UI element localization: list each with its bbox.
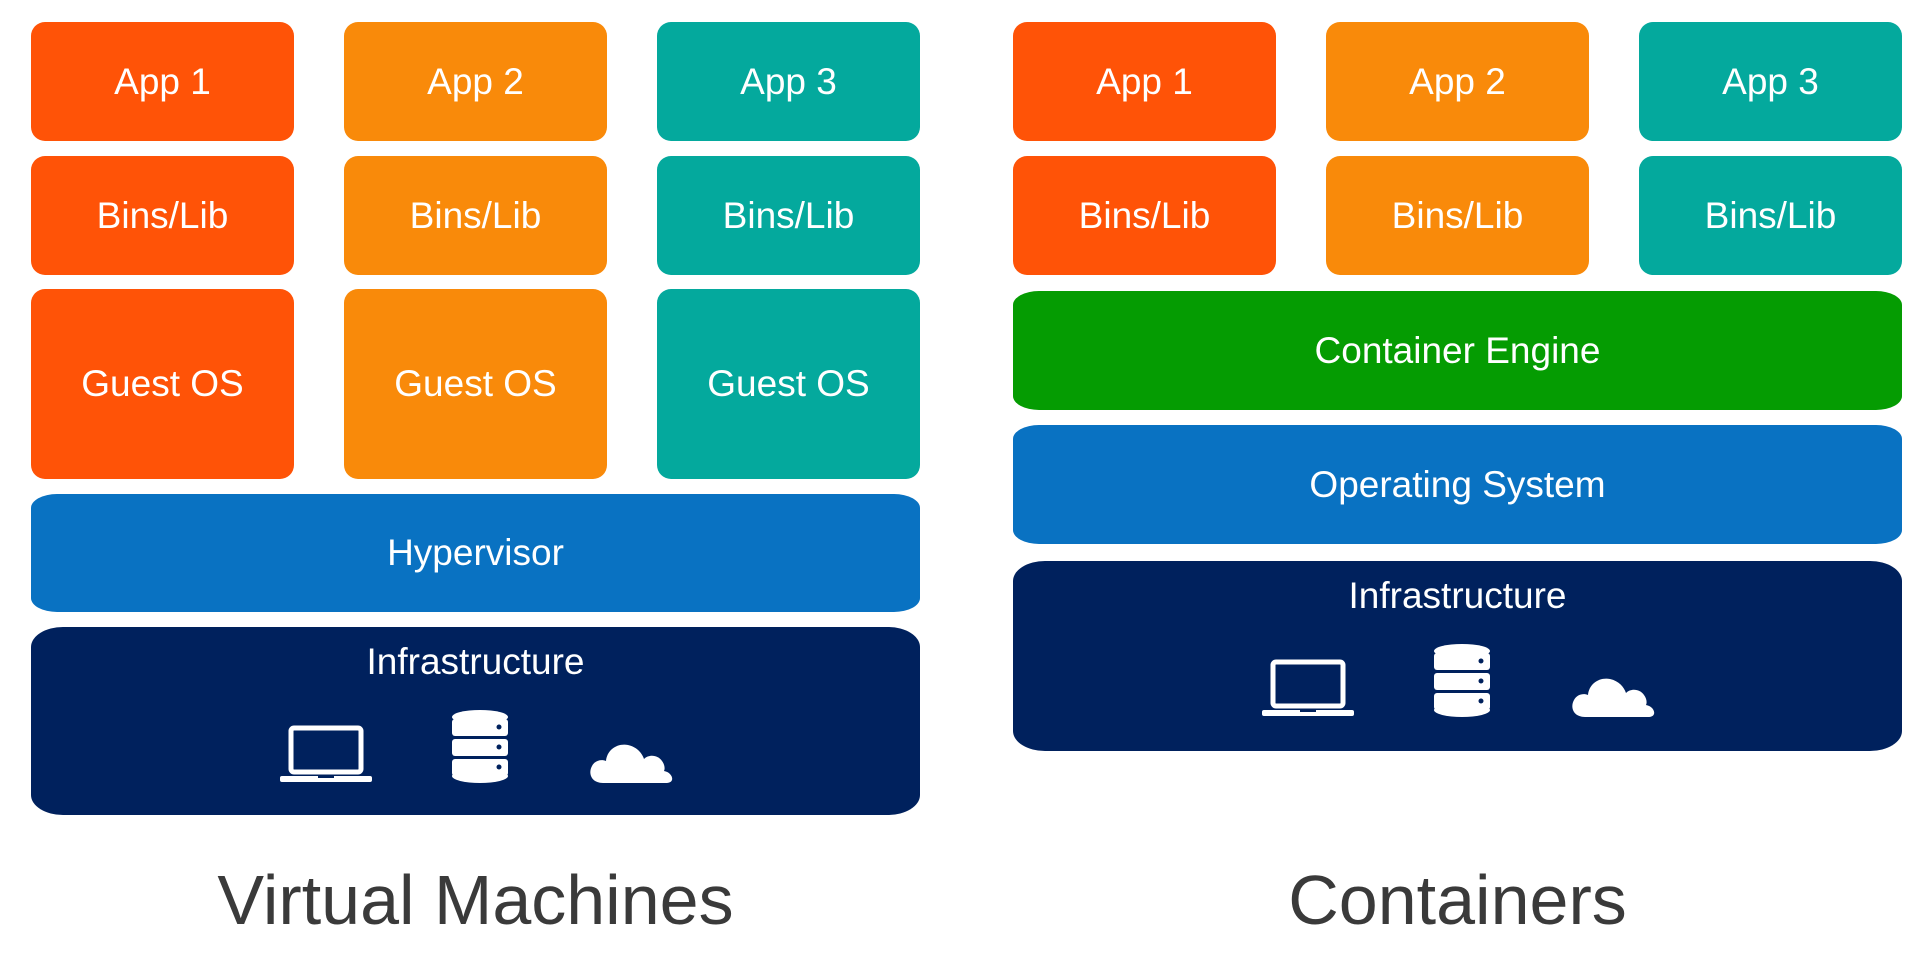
ct-bins-1-box: Bins/Lib: [1013, 156, 1276, 275]
ct-app-3-label: App 3: [1722, 60, 1819, 102]
operating-system-label: Operating System: [1309, 463, 1606, 505]
ct-bins-1-label: Bins/Lib: [1078, 194, 1211, 236]
vm-bins-2-box: Bins/Lib: [344, 156, 607, 275]
vm-bins-2-label: Bins/Lib: [409, 194, 542, 236]
vm-guest-os-3-label: Guest OS: [707, 363, 870, 404]
containers-diagram: App 1 App 2 App 3 Bins/Lib Bins/Lib Bins…: [980, 0, 1920, 972]
ct-infrastructure-label: Infrastructure: [1348, 575, 1567, 616]
ct-app-1-label: App 1: [1096, 60, 1193, 102]
laptop-icon: [1261, 659, 1355, 719]
cloud-icon: [587, 737, 673, 785]
hypervisor-layer: Hypervisor: [31, 494, 920, 612]
ct-bins-3-label: Bins/Lib: [1704, 194, 1837, 236]
ct-bins-2-label: Bins/Lib: [1391, 194, 1524, 236]
vm-bins-1-box: Bins/Lib: [31, 156, 294, 275]
vm-infrastructure-label: Infrastructure: [366, 641, 585, 682]
vm-guest-os-1-box: Guest OS: [31, 289, 294, 479]
laptop-icon: [279, 725, 373, 785]
container-engine-layer: Container Engine: [1013, 291, 1902, 410]
vm-app-1-label: App 1: [114, 60, 211, 102]
vm-app-1-box: App 1: [31, 22, 294, 141]
ct-app-3-box: App 3: [1639, 22, 1902, 141]
vm-bins-1-label: Bins/Lib: [96, 194, 229, 236]
database-icon: [451, 709, 509, 785]
containers-caption: Containers: [1288, 861, 1627, 939]
vm-guest-os-1-label: Guest OS: [81, 363, 244, 404]
operating-system-layer: Operating System: [1013, 425, 1902, 544]
vm-app-2-label: App 2: [427, 60, 524, 102]
vm-app-3-label: App 3: [740, 60, 837, 102]
vm-guest-os-2-box: Guest OS: [344, 289, 607, 479]
vm-app-2-box: App 2: [344, 22, 607, 141]
ct-app-2-label: App 2: [1409, 60, 1506, 102]
virtual-machines-diagram: App 1 App 2 App 3 Bins/Lib Bins/Lib Bins…: [31, 22, 920, 939]
vm-infrastructure-layer: Infrastructure: [31, 627, 920, 815]
ct-app-1-box: App 1: [1013, 22, 1276, 141]
hypervisor-label: Hypervisor: [387, 532, 564, 573]
ct-bins-2-box: Bins/Lib: [1326, 156, 1589, 275]
container-engine-label: Container Engine: [1314, 329, 1601, 371]
vm-bins-3-label: Bins/Lib: [722, 194, 855, 236]
vm-infrastructure-icons: [279, 709, 673, 785]
ct-infrastructure-icons: [1261, 643, 1655, 719]
vm-caption: Virtual Machines: [217, 861, 734, 939]
vm-bins-3-box: Bins/Lib: [657, 156, 920, 275]
cloud-icon: [1569, 671, 1655, 719]
database-icon: [1433, 643, 1491, 719]
ct-app-2-box: App 2: [1326, 22, 1589, 141]
vm-app-3-box: App 3: [657, 22, 920, 141]
ct-bins-3-box: Bins/Lib: [1639, 156, 1902, 275]
vm-guest-os-3-box: Guest OS: [657, 289, 920, 479]
ct-infrastructure-layer: Infrastructure: [1013, 561, 1902, 751]
vm-guest-os-2-label: Guest OS: [394, 363, 557, 404]
